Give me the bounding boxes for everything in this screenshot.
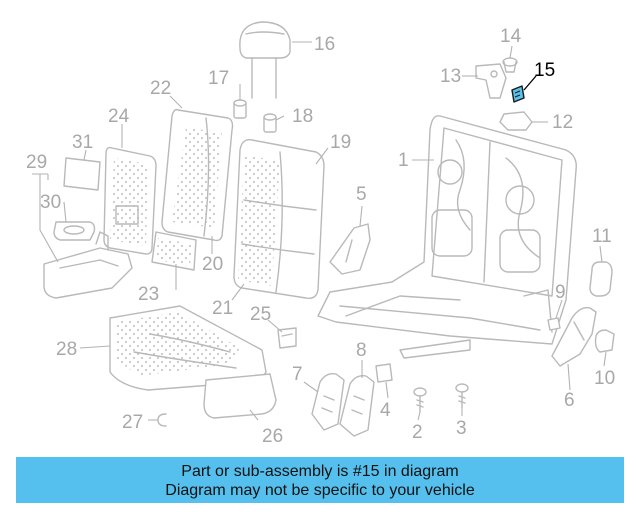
part-2-bolt[interactable] <box>413 387 427 413</box>
part-18-guide[interactable] <box>263 113 277 133</box>
part-9-lever[interactable] <box>547 317 561 331</box>
info-banner: Part or sub-assembly is #15 in diagram D… <box>16 457 624 503</box>
callout-18[interactable]: 18 <box>292 106 313 127</box>
callout-5[interactable]: 5 <box>356 184 367 205</box>
parts-diagram: 16 17 18 22 24 31 29 30 23 20 21 19 25 2… <box>26 21 615 447</box>
callout-1[interactable]: 1 <box>398 150 409 171</box>
part-31-pad[interactable] <box>63 157 101 191</box>
part-3-bolt[interactable] <box>455 383 469 409</box>
callout-28[interactable]: 28 <box>56 339 77 360</box>
callout-4[interactable]: 4 <box>380 400 391 421</box>
callout-21[interactable]: 21 <box>212 298 233 319</box>
part-24-back-panel[interactable] <box>103 146 157 255</box>
callout-24[interactable]: 24 <box>108 106 130 127</box>
callout-20[interactable]: 20 <box>202 254 223 275</box>
callout-8[interactable]: 8 <box>356 340 367 361</box>
callout-23[interactable]: 23 <box>138 284 159 305</box>
callout-14[interactable]: 14 <box>500 26 522 47</box>
part-8-cover[interactable] <box>339 374 375 437</box>
callout-7[interactable]: 7 <box>292 364 303 385</box>
callout-30[interactable]: 30 <box>40 192 61 213</box>
part-22-back-pad[interactable] <box>161 108 234 242</box>
part-13-bracket[interactable] <box>475 63 507 99</box>
part-23-pad[interactable] <box>151 231 197 271</box>
callout-labels: 16 17 18 22 24 31 29 30 23 20 21 19 25 2… <box>26 26 615 447</box>
part-15-highlighted[interactable] <box>511 85 525 103</box>
callout-6[interactable]: 6 <box>564 390 575 411</box>
part-6-side-cover[interactable] <box>551 307 597 367</box>
callout-9[interactable]: 9 <box>555 282 566 303</box>
banner-line-part: Part or sub-assembly is #15 in diagram <box>181 463 459 480</box>
part-5-hinge-cover[interactable] <box>329 223 371 275</box>
callout-25[interactable]: 25 <box>250 304 271 325</box>
part-26-cushion-frame[interactable] <box>203 373 277 419</box>
callout-27[interactable]: 27 <box>122 412 143 433</box>
banner-line-disclaimer: Diagram may not be specific to your vehi… <box>165 482 475 499</box>
callout-3[interactable]: 3 <box>456 418 467 439</box>
part-4-clip[interactable] <box>375 363 393 383</box>
callout-16[interactable]: 16 <box>314 34 335 55</box>
part-10-cap[interactable] <box>594 329 615 353</box>
part-25-bracket[interactable] <box>277 327 297 349</box>
callout-13[interactable]: 13 <box>440 66 461 87</box>
part-29-armrest[interactable] <box>43 231 133 299</box>
callout-31[interactable]: 31 <box>72 132 93 153</box>
part-27-clip[interactable] <box>157 413 167 427</box>
callout-29[interactable]: 29 <box>26 152 47 173</box>
part-7-cover[interactable] <box>311 372 345 431</box>
callout-19[interactable]: 19 <box>330 132 351 153</box>
leader-lines <box>32 41 607 421</box>
part-17-guide[interactable] <box>233 99 247 119</box>
callout-10[interactable]: 10 <box>594 368 615 389</box>
part-28-cushion[interactable] <box>109 305 267 391</box>
callout-26[interactable]: 26 <box>262 426 283 447</box>
part-12-latch[interactable] <box>499 111 533 131</box>
callout-22[interactable]: 22 <box>150 78 171 99</box>
callout-15[interactable]: 15 <box>534 60 555 81</box>
part-16-headrest[interactable] <box>239 21 291 99</box>
part-11-handle[interactable] <box>589 261 613 297</box>
part-1-seat-frame[interactable] <box>317 115 577 359</box>
part-30-clip[interactable] <box>53 221 96 241</box>
callout-12[interactable]: 12 <box>552 112 573 133</box>
callout-17[interactable]: 17 <box>208 68 229 89</box>
callout-11[interactable]: 11 <box>592 226 612 247</box>
part-19-back-cover[interactable] <box>233 139 325 300</box>
part-14-knob[interactable] <box>502 57 518 73</box>
callout-2[interactable]: 2 <box>412 422 423 443</box>
